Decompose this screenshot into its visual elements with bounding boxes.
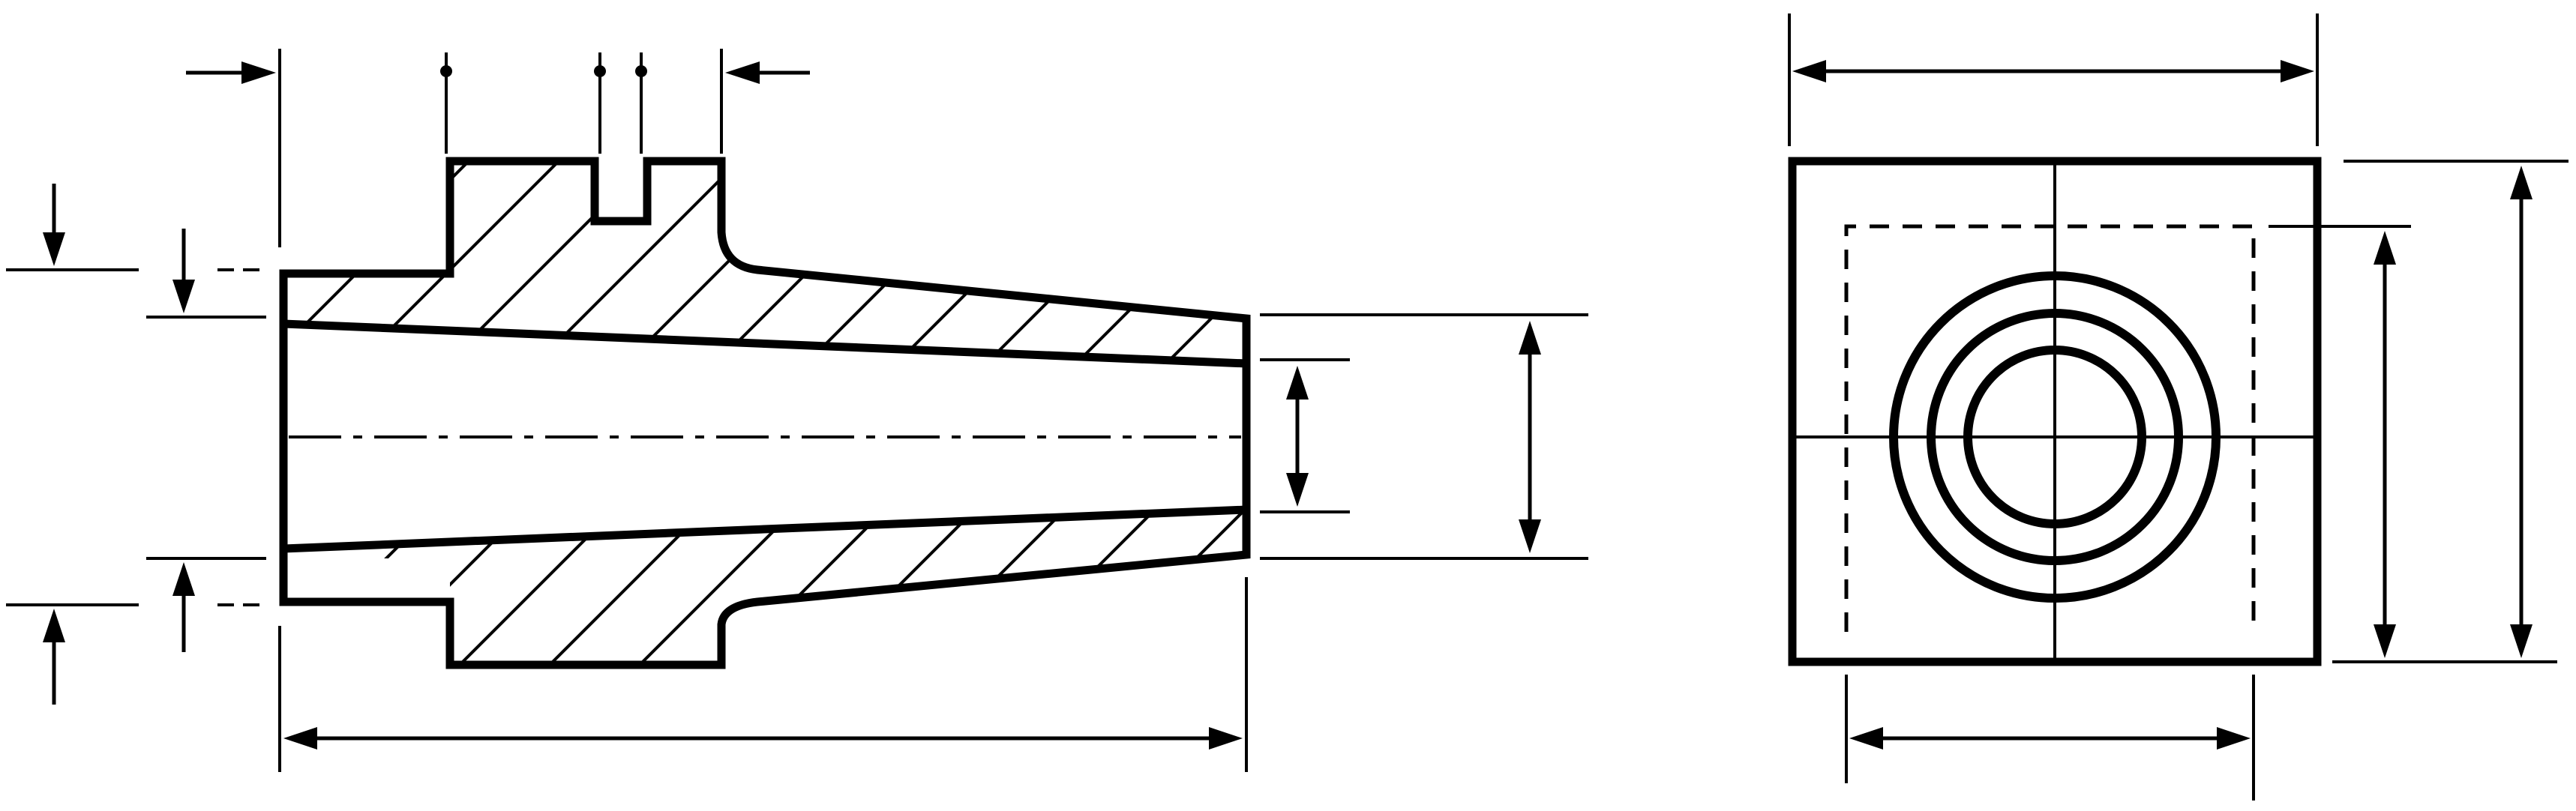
arrow-up-outer: [43, 609, 65, 705]
section-outline: [279, 157, 1251, 669]
overall-length-dimension: [283, 727, 1243, 750]
inner-width-dimension: [1849, 727, 2251, 750]
bore-lower-line: [283, 505, 1247, 553]
middle-ring: [1927, 309, 2183, 565]
outer-ring: [1889, 271, 2221, 603]
top-right-arrow: [725, 61, 810, 84]
upper-wall-hatching: [283, 161, 1246, 364]
top-left-arrow: [186, 61, 276, 84]
small-end-dimension: [1519, 321, 1541, 553]
end-view: [1788, 13, 2569, 801]
end-view-square: [1788, 157, 2322, 666]
bore-upper-line: [283, 319, 1247, 368]
small-bore-dimension: [1286, 366, 1309, 507]
arrow-up-inner: [172, 562, 195, 652]
hidden-outline: [1844, 224, 2256, 632]
section-view: [6, 49, 1588, 772]
groove-markers: [440, 52, 647, 154]
arrow-down-inner: [172, 229, 195, 313]
arrow-down-outer: [43, 184, 65, 266]
outer-height-dimension: [2510, 166, 2533, 658]
width-dimension: [1792, 60, 2314, 82]
inner-height-dimension: [2374, 231, 2396, 658]
inner-ring: [1963, 346, 2146, 528]
